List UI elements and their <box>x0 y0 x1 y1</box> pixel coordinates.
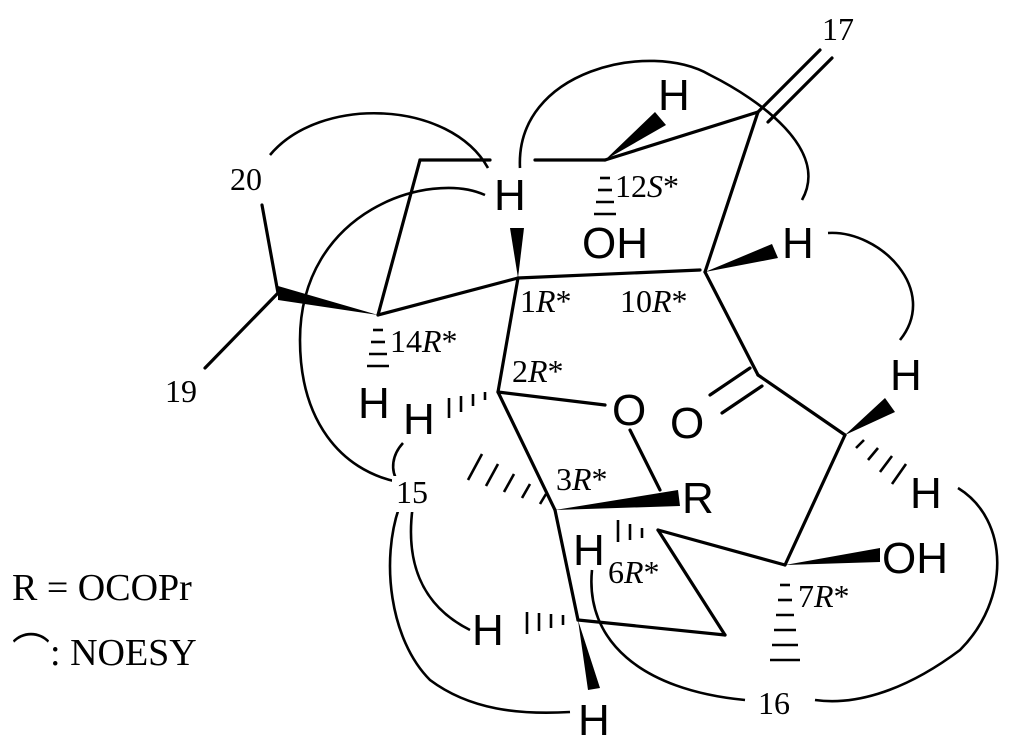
noe-arc-h1-15 <box>298 186 486 484</box>
atom-h-14: H <box>358 379 390 428</box>
noe-arc-h6-16 <box>590 569 746 702</box>
hash-c6-h <box>616 520 644 542</box>
label-c19: 19 <box>165 373 197 409</box>
atom-o-keto: O <box>670 399 704 448</box>
noe-arc-20-h1 <box>269 111 490 169</box>
noe-arc-h9-16 <box>814 486 999 703</box>
noe-arc-h10-h9 <box>827 231 915 341</box>
label-c7: 7R* <box>798 578 850 614</box>
atom-o-ring: O <box>612 386 646 435</box>
label-c12: 12S* <box>615 168 679 204</box>
label-c17: 17 <box>822 11 854 47</box>
atom-h-2: H <box>403 395 435 444</box>
label-c6: 6R* <box>608 554 660 590</box>
noe-arc-h12-h10 <box>518 59 810 201</box>
atom-r: R <box>682 474 714 523</box>
wedge-bonds <box>278 112 895 690</box>
noe-arc-15-h5b <box>409 504 471 632</box>
hash-c7-c16 <box>770 583 800 662</box>
atom-h-10: H <box>782 219 814 268</box>
atom-h-top: H <box>658 71 690 120</box>
label-c2: 2R* <box>512 353 564 389</box>
atom-h-bottom: H <box>578 696 610 745</box>
label-c20: 20 <box>230 161 262 197</box>
carbon-numbers: 17 20 19 15 16 <box>165 11 854 721</box>
hashed-bonds <box>367 176 908 662</box>
legend: R = OCOPr ⌒: NOESY <box>12 567 197 674</box>
noesy-arc-symbol: ⌒ <box>12 632 50 674</box>
label-c14: 14R* <box>390 323 458 359</box>
legend-r-definition: R = OCOPr <box>12 567 192 609</box>
hash-c2-h <box>447 392 487 418</box>
noe-arc-15-h5a <box>388 504 571 715</box>
atom-oh-7: OH <box>882 534 948 583</box>
hash-c5-h <box>525 612 565 634</box>
hash-c3-c15 <box>466 453 548 505</box>
atom-h-6: H <box>573 526 605 575</box>
atom-h-ring: H <box>494 171 526 220</box>
hash-c14-h <box>367 328 389 368</box>
atom-h-bottom-left: H <box>472 606 504 655</box>
noesy-arcs <box>269 59 999 715</box>
atom-labels: H H OH H H H O O H H R H OH H H <box>358 71 948 745</box>
stereo-labels: 12S* 1R* 10R* 14R* 2R* 3R* 6R* 7R* <box>390 168 850 614</box>
label-c15: 15 <box>396 474 428 510</box>
atom-h-right-upper: H <box>890 351 922 400</box>
atom-h-right-lower: H <box>910 469 942 518</box>
atom-oh-12: OH <box>582 219 648 268</box>
noesy-label: : NOESY <box>50 632 197 674</box>
label-c10: 10R* <box>620 283 688 319</box>
legend-noesy: ⌒: NOESY <box>12 632 197 674</box>
label-c1: 1R* <box>520 283 572 319</box>
label-c16: 16 <box>758 685 790 721</box>
hash-c9-h <box>855 439 908 485</box>
skeleton-bonds <box>203 48 847 637</box>
hash-c12-oh <box>594 176 616 216</box>
label-c3: 3R* <box>556 461 608 497</box>
